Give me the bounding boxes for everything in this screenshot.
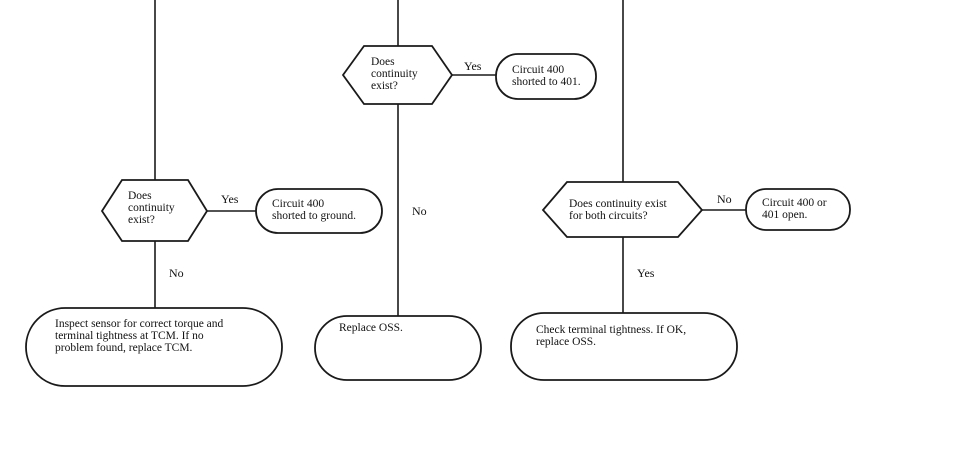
branch-label-no-right: No [717, 192, 732, 206]
result-check-terminal-text: Check terminal tightness. If OK, replace… [536, 324, 687, 348]
result-replace-oss-shape [314, 315, 482, 381]
branch-label-yes-top: Yes [464, 59, 482, 73]
branch-label-no-middle: No [412, 204, 427, 218]
branch-label-yes-left: Yes [221, 192, 239, 206]
decision-right-shape [541, 181, 704, 238]
result-inspect-sensor-shape [25, 307, 283, 387]
decision-left-shape [100, 179, 209, 242]
branch-label-yes-right: Yes [637, 266, 655, 280]
result-shorted-401-shape [495, 53, 597, 100]
result-shorted-ground-shape [255, 188, 383, 234]
result-replace-oss-text: Replace OSS. [339, 322, 403, 334]
result-inspect-sensor-text: Inspect sensor for correct torque and te… [55, 318, 224, 354]
decision-middle-shape [341, 45, 454, 105]
result-shorted-401-text: Circuit 400 shorted to 401. [512, 64, 581, 88]
decision-left-text: Does continuity exist? [128, 190, 175, 226]
decision-right-text: Does continuity exist for both circuits? [569, 198, 667, 222]
result-shorted-ground-text: Circuit 400 shorted to ground. [272, 198, 357, 222]
result-open-text: Circuit 400 or 401 open. [762, 197, 827, 221]
result-open-shape [745, 188, 851, 231]
result-check-terminal-shape [510, 312, 738, 381]
decision-middle-text: Does continuity exist? [371, 56, 418, 92]
branch-label-no-left: No [169, 266, 184, 280]
